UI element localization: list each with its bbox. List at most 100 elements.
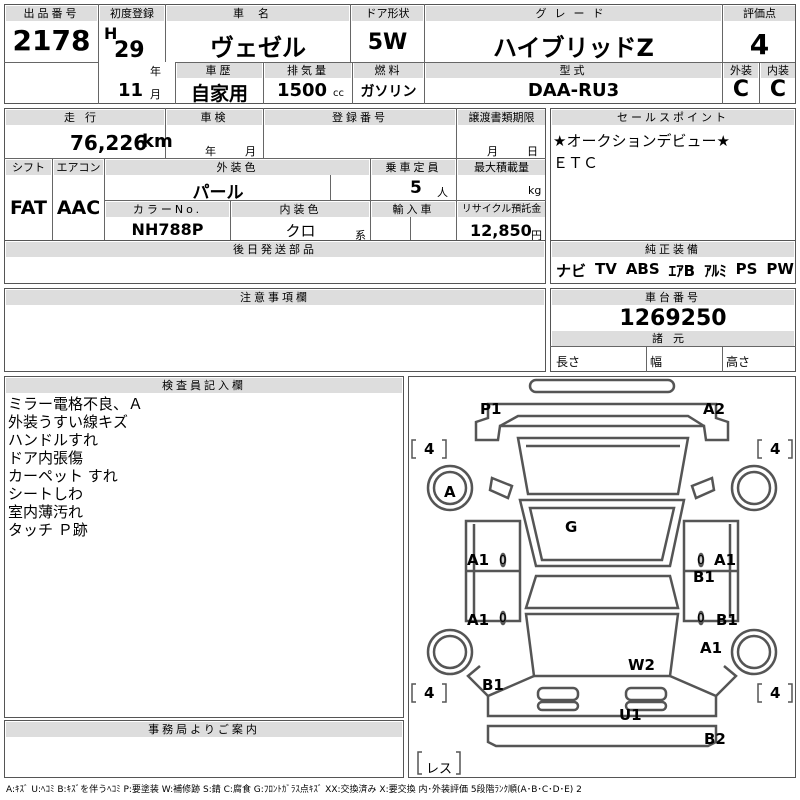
ext-grade: C	[732, 77, 750, 102]
office-label: 事務局よりご案内	[6, 722, 402, 737]
fuel-label: 燃料	[354, 63, 423, 78]
damage-b1-left: B1	[482, 676, 504, 694]
inspector-line: ミラー電格不良、Ａ	[8, 395, 144, 413]
zero-mark: 0	[499, 611, 507, 625]
later-parts-label: 後日発送部品	[6, 242, 544, 257]
max-load-label: 最大積載量	[458, 160, 545, 175]
spec-label: 諸元	[552, 331, 794, 346]
damage-b2: B2	[704, 730, 726, 748]
transfer-month-unit: 月	[487, 145, 498, 158]
notes-label: 注意事項欄	[6, 290, 544, 305]
spare-tire: レス	[426, 762, 453, 777]
length-label: 長さ	[556, 355, 581, 369]
displacement-label: 排気量	[265, 63, 351, 78]
damage-a1-right-front: A1	[714, 551, 737, 569]
sales-point-box	[550, 108, 796, 242]
score: 4	[749, 28, 770, 61]
recycle-unit: 円	[531, 229, 542, 242]
inspector-label: 検査員記入欄	[6, 378, 402, 393]
damage-b1-right-front: B1	[693, 568, 715, 586]
equip-airbag: ｴｱB	[668, 262, 696, 280]
model: DAA-RU3	[527, 80, 620, 101]
car-name-label: 車名	[167, 6, 349, 21]
mileage-label: 走行	[6, 110, 164, 125]
inspector-line: シートしわ	[8, 485, 84, 503]
sales-line-2: ＥＴＣ	[553, 154, 599, 172]
inspector-line: 室内薄汚れ	[8, 503, 84, 521]
inspection-label: 車検	[167, 110, 262, 125]
grade: ハイブリッドZ	[493, 34, 654, 62]
width-label: 幅	[650, 355, 663, 369]
damage-p1: P1	[480, 400, 502, 418]
inspector-notes: ミラー電格不良、Ａ 外装うすい線キズ ハンドルすれ ドア内張傷 カーペット すれ…	[8, 395, 143, 539]
fuel: ガソリン	[360, 84, 417, 100]
first-reg-month: 11	[118, 80, 144, 101]
max-load-unit: kg	[528, 184, 542, 197]
first-reg-label: 初度登録	[100, 6, 164, 21]
sales-label: セールスポイント	[552, 110, 794, 125]
equip-pw: PW	[766, 260, 794, 278]
grade-label: グレード	[426, 6, 721, 21]
zero-mark: 0	[499, 553, 507, 567]
reg-no-label: 登録番号	[265, 110, 455, 125]
equip-alloy: ｱﾙﾐ	[704, 262, 727, 280]
shift: FAT	[10, 197, 47, 219]
color-no: NH788P	[131, 220, 204, 239]
inspector-line: ドア内張傷	[8, 449, 84, 467]
score-label: 評価点	[724, 6, 795, 21]
mileage: 76,226	[70, 131, 148, 155]
year-unit: 年	[150, 65, 161, 78]
ac-label: エアコン	[54, 160, 103, 175]
int-color-label: 内装色	[232, 202, 369, 217]
inspector-line: カーペット すれ	[8, 467, 118, 485]
damage-a1-right-rear: A1	[700, 639, 723, 657]
inspector-box	[4, 376, 404, 718]
tire-front-right: 4	[770, 440, 781, 458]
chassis-label: 車台番号	[552, 290, 794, 305]
capacity: 5	[410, 178, 422, 198]
int-color-unit: 系	[355, 229, 366, 242]
recycle-label: リサイクル預託金	[458, 202, 545, 217]
damage-a2: A2	[703, 400, 726, 418]
insp-year-unit: 年	[205, 145, 216, 158]
history-label: 車歴	[177, 63, 262, 78]
vehicle-detail-table	[4, 108, 546, 242]
transfer-day-unit: 日	[527, 145, 538, 158]
int-grade: C	[769, 77, 787, 102]
transfer-label: 譲渡書類期限	[458, 110, 545, 125]
equip-abs: ABS	[625, 260, 660, 278]
sales-line-1: ★オークションデビュー★	[553, 132, 730, 150]
equipment-list: ナビ TV ABS ｴｱB ｱﾙﾐ PS PW	[556, 260, 794, 281]
era: H	[104, 24, 118, 43]
lot-label: 出品番号	[6, 6, 97, 21]
damage-u1: U1	[619, 706, 642, 724]
door-label: ドア形状	[352, 6, 423, 21]
lot-number: 2178	[12, 24, 91, 57]
inspector-line: 外装うすい線キズ	[8, 413, 129, 431]
int-color: クロ	[285, 222, 316, 240]
month-unit: 月	[150, 88, 161, 101]
color-no-label: カラーNo.	[106, 202, 229, 217]
tire-front-left: 4	[424, 440, 435, 458]
color: パール	[192, 183, 244, 203]
recycle: 12,850	[470, 221, 532, 240]
zero-mark: 0	[697, 553, 705, 567]
history: 自家用	[190, 83, 248, 105]
inspector-line: ハンドルすれ	[8, 431, 99, 449]
damage-g: G	[565, 518, 578, 536]
damage-a1-left-rear: A1	[467, 611, 490, 629]
damage-a-mirror: A	[444, 483, 456, 501]
tire-rear-left: 4	[424, 684, 435, 702]
door-type: 5W	[367, 30, 408, 55]
equip-navi: ナビ	[556, 262, 587, 280]
car-diagram	[411, 378, 793, 775]
height-label: 高さ	[726, 355, 751, 369]
zero-mark: 0	[697, 611, 705, 625]
equip-ps: PS	[735, 260, 758, 278]
shift-label: シフト	[6, 160, 51, 175]
car-name: ヴェゼル	[210, 34, 306, 62]
first-reg-year: 29	[114, 38, 145, 63]
damage-b1-right-rear: B1	[716, 611, 738, 629]
damage-a1-left-front: A1	[467, 551, 490, 569]
ac: AAC	[56, 197, 101, 219]
